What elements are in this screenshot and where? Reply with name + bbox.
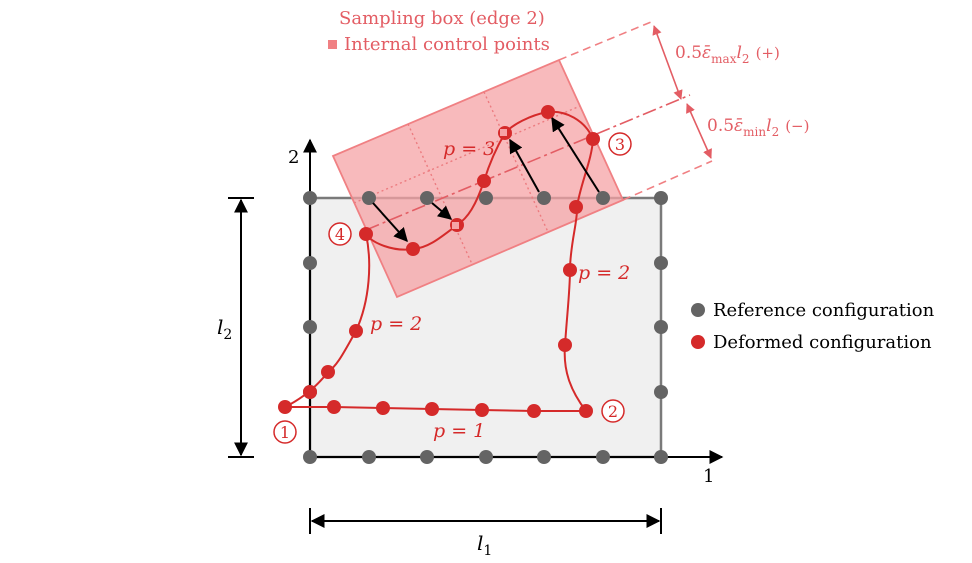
displacement-arrow: [372, 202, 408, 243]
deformed-node: [349, 324, 363, 338]
corner-label-text: 3: [615, 135, 625, 154]
displacement-arrow: [431, 202, 453, 220]
internal-control-points-legend-marker: [328, 40, 337, 49]
reference-node: [654, 256, 668, 270]
displacement-arrows: [372, 116, 600, 243]
strain-min-label: 0.5ε̄minl2(−): [707, 116, 809, 139]
legend-deformed-label: Deformed configuration: [713, 332, 932, 353]
internal-control-point-marker: [452, 222, 459, 229]
edge-order-top: p = 3: [443, 138, 495, 160]
deformed-node: [425, 402, 439, 416]
corner-label-4: 4: [328, 222, 352, 246]
deformed-node: [475, 403, 489, 417]
dimension-l1-label: l1: [477, 531, 492, 559]
reference-node: [362, 191, 376, 205]
sampling-box-title: Sampling box (edge 2): [339, 8, 545, 29]
reference-node: [596, 450, 610, 464]
reference-node: [596, 191, 610, 205]
reference-node: [303, 256, 317, 270]
reference-node: [303, 191, 317, 205]
reference-node: [654, 191, 668, 205]
deformed-node: [563, 263, 577, 277]
reference-node: [303, 450, 317, 464]
dimension-l2-label: l2: [217, 315, 232, 343]
displacement-arrow: [509, 138, 540, 193]
deformed-node: [278, 400, 292, 414]
reference-node: [420, 450, 434, 464]
deformed-node: [541, 105, 555, 119]
strain-max-label: 0.5ε̄maxl2(+): [675, 43, 780, 66]
sampling-box-divider: [407, 123, 473, 265]
internal-control-points-caption: Internal control points: [344, 34, 550, 55]
corner-label-3: 3: [608, 132, 632, 156]
deformed-node: [376, 401, 390, 415]
deformed-node: [527, 404, 541, 418]
reference-node: [479, 450, 493, 464]
sampling-box-divider: [483, 91, 549, 233]
reference-node: [479, 191, 493, 205]
axis-1-label: 1: [703, 466, 714, 487]
deformed-node: [321, 365, 335, 379]
deformed-node: [303, 385, 317, 399]
axis-2-label: 2: [288, 147, 299, 168]
deformed-node: [359, 227, 373, 241]
legend-reference-label: Reference configuration: [713, 300, 935, 321]
strain-max-arrow: [652, 25, 683, 100]
sampling-box-divider: [353, 105, 581, 204]
internal-control-point-marker: [500, 129, 507, 136]
reference-node: [303, 320, 317, 334]
legend-deformed-marker: [691, 335, 705, 349]
deformed-node: [558, 338, 572, 352]
deformed-node: [477, 174, 491, 188]
extension-line: [558, 21, 652, 61]
legend-reference-marker: [691, 303, 705, 317]
reference-node: [362, 450, 376, 464]
displacement-arrow: [551, 116, 600, 193]
extension-line: [622, 160, 713, 201]
corner-label-2: 2: [601, 399, 625, 423]
legend: Reference configuration Deformed configu…: [691, 300, 935, 353]
deformed-node: [327, 400, 341, 414]
deformed-node: [579, 404, 593, 418]
strain-min-arrow: [686, 103, 712, 159]
corner-label-text: 4: [335, 225, 345, 244]
reference-node: [654, 320, 668, 334]
reference-node: [420, 191, 434, 205]
edge-order-right: p = 2: [578, 262, 630, 284]
reference-node: [537, 450, 551, 464]
deformed-node: [569, 200, 583, 214]
reference-node: [654, 385, 668, 399]
sampling-box-centerline: [365, 94, 691, 231]
edge-order-bottom: p = 1: [433, 420, 485, 442]
reference-node: [654, 450, 668, 464]
corner-label-text: 2: [608, 402, 618, 421]
deformed-node: [586, 132, 600, 146]
edge-order-left: p = 2: [370, 313, 422, 335]
reference-node: [537, 191, 551, 205]
corner-label-1: 1: [273, 420, 297, 444]
corner-label-text: 1: [280, 423, 290, 442]
deformed-node: [406, 242, 420, 256]
